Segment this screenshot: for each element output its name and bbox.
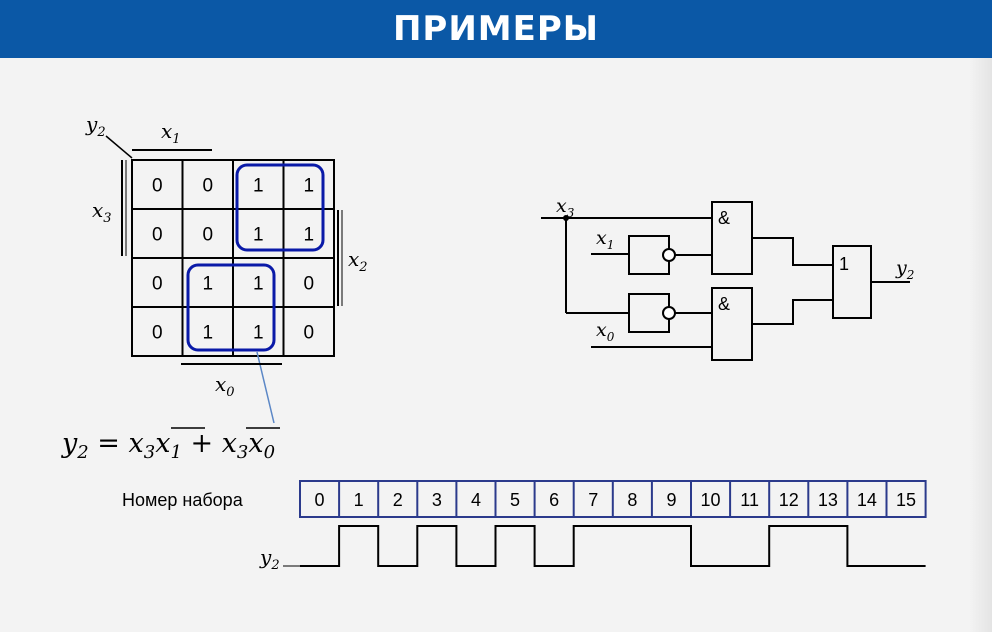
and-gate-1-symbol: &	[718, 208, 730, 228]
timing-row-label: Номер набора	[122, 490, 244, 510]
timing-index-cell: 6	[549, 490, 559, 510]
kmap-cell: 0	[303, 274, 314, 295]
kmap-cell: 1	[253, 274, 264, 295]
timing-index-cell: 3	[432, 490, 442, 510]
timing-index-cell: 8	[627, 490, 637, 510]
timing-index-cell: 1	[354, 490, 364, 510]
kmap-cell: 1	[202, 323, 213, 344]
kmap-cell: 1	[253, 225, 264, 246]
wire-and2-out	[752, 299, 833, 325]
timing-index-cell: 5	[510, 490, 520, 510]
kmap-cell: 1	[253, 176, 264, 197]
circuit-label-x1: x1	[596, 227, 614, 252]
timing-index-cell: 9	[666, 490, 676, 510]
kmap-corner-diagonal	[105, 135, 133, 159]
not-gate-2-bubble	[662, 306, 676, 320]
wire-and1-out	[752, 237, 833, 266]
timing-index-cell: 12	[779, 490, 799, 510]
right-shade	[970, 58, 992, 632]
timing-index-cell: 10	[701, 490, 721, 510]
timing-index-cell: 15	[896, 490, 916, 510]
circuit-label-y2: y2	[895, 257, 914, 282]
or-gate-symbol: 1	[839, 254, 849, 274]
circuit-label-x3: x3	[556, 195, 575, 220]
kmap-grid	[131, 159, 335, 357]
kmap-cell: 0	[202, 176, 213, 197]
page-title: ПРИМЕРЫ	[392, 9, 600, 49]
timing-signal-label: y2	[259, 545, 280, 573]
kmap-cell: 1	[303, 176, 314, 197]
circuit-label-x0: x0	[596, 319, 615, 344]
timing-index-cell: 13	[818, 490, 838, 510]
kmap-label-x2: x2	[348, 247, 368, 275]
formula: y2 = x3x1 + x3x0	[61, 427, 280, 463]
and-gate-2-symbol: &	[718, 294, 730, 314]
kmap-label-y2: y2	[85, 112, 106, 140]
kmap-pointer-line	[256, 351, 275, 424]
karnaugh-map: 0 0 1 1 0 0 1 1 0 1 1 0 0 1 1 0 y2 x1 x3 x2 x0	[85, 112, 368, 424]
circuit-labels: x3 x1 x0 & & 1 y2	[556, 195, 914, 344]
kmap-cell: 0	[152, 274, 163, 295]
kmap-cells: 0 0 1 1 0 0 1 1 0 1 1 0 0 1 1 0	[152, 176, 314, 344]
timing-index-cell: 14	[857, 490, 877, 510]
kmap-cell: 1	[202, 274, 213, 295]
kmap-cell: 0	[152, 176, 163, 197]
timing-index-cell: 4	[471, 490, 481, 510]
kmap-cell: 1	[253, 323, 264, 344]
kmap-cell: 0	[152, 225, 163, 246]
timing-index-cell: 7	[588, 490, 598, 510]
kmap-label-x1: x1	[161, 119, 181, 147]
kmap-cell: 0	[202, 225, 213, 246]
timing-index-cell: 11	[740, 490, 759, 510]
kmap-label-x0: x0	[215, 372, 235, 400]
timing-index-cell: 0	[315, 490, 325, 510]
kmap-group-top-right	[235, 163, 325, 252]
kmap-label-x3: x3	[92, 198, 112, 226]
logic-circuit	[541, 201, 910, 361]
timing-waveform	[300, 525, 926, 567]
timing-index-cell: 2	[393, 490, 403, 510]
formula-text: y2 = x3x1 + x3x0	[61, 428, 275, 463]
title-bar	[0, 0, 992, 58]
kmap-group-bottom-middle	[186, 263, 276, 352]
kmap-cell: 1	[303, 225, 314, 246]
not-gate-1-bubble	[662, 248, 676, 262]
kmap-cell: 0	[303, 323, 314, 344]
kmap-cell: 0	[152, 323, 163, 344]
